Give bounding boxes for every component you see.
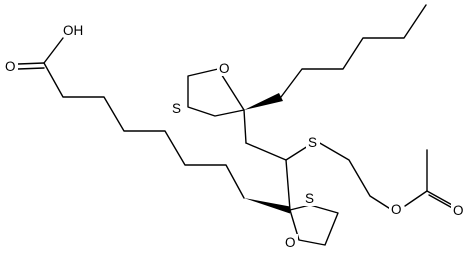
acetoxyethyl-thio-arm bbox=[285, 141, 457, 211]
ester-o-label: O bbox=[391, 202, 402, 217]
atom-labels: OH O O S S S O O O bbox=[3, 21, 466, 250]
central-backbone bbox=[243, 109, 291, 211]
bond-ch-ch2 bbox=[245, 142, 287, 161]
acid-side-chain bbox=[43, 62, 245, 199]
chain-bonds bbox=[43, 62, 245, 199]
bond-ch2-upperquat bbox=[243, 109, 247, 144]
upper-oxathiolane-ring bbox=[187, 68, 283, 117]
lower-ring-o-label: O bbox=[285, 235, 296, 250]
lower-ring-s-label: S bbox=[305, 191, 314, 206]
hexyl-chain bbox=[280, 4, 427, 98]
bond-c-o-double-a bbox=[426, 190, 455, 207]
carboxylic-acid-group bbox=[17, 37, 64, 70]
thioether-s-label: S bbox=[308, 135, 317, 150]
carboxyl-o-label: O bbox=[5, 59, 16, 74]
bond-c-o-double-b bbox=[17, 67, 45, 70]
lower-wedge-bond bbox=[244, 198, 290, 214]
carboxyl-oh-label: OH bbox=[63, 23, 83, 38]
bond-ch-s bbox=[285, 145, 309, 161]
ethyl-bonds bbox=[317, 141, 393, 211]
hexyl-bonds bbox=[280, 4, 427, 98]
upper-ring-s-label: S bbox=[172, 101, 181, 116]
upper-wedge-bond bbox=[244, 93, 283, 110]
upper-ring-o-label: O bbox=[219, 61, 230, 76]
acetyl-o-label: O bbox=[453, 203, 464, 218]
upper-ring-bonds bbox=[187, 68, 245, 117]
bond-ch-lowerquat bbox=[285, 159, 291, 211]
bond-c-o-double-a bbox=[17, 62, 45, 65]
bond-c-oh bbox=[43, 37, 64, 64]
bond-o-carbonylc bbox=[404, 190, 428, 207]
